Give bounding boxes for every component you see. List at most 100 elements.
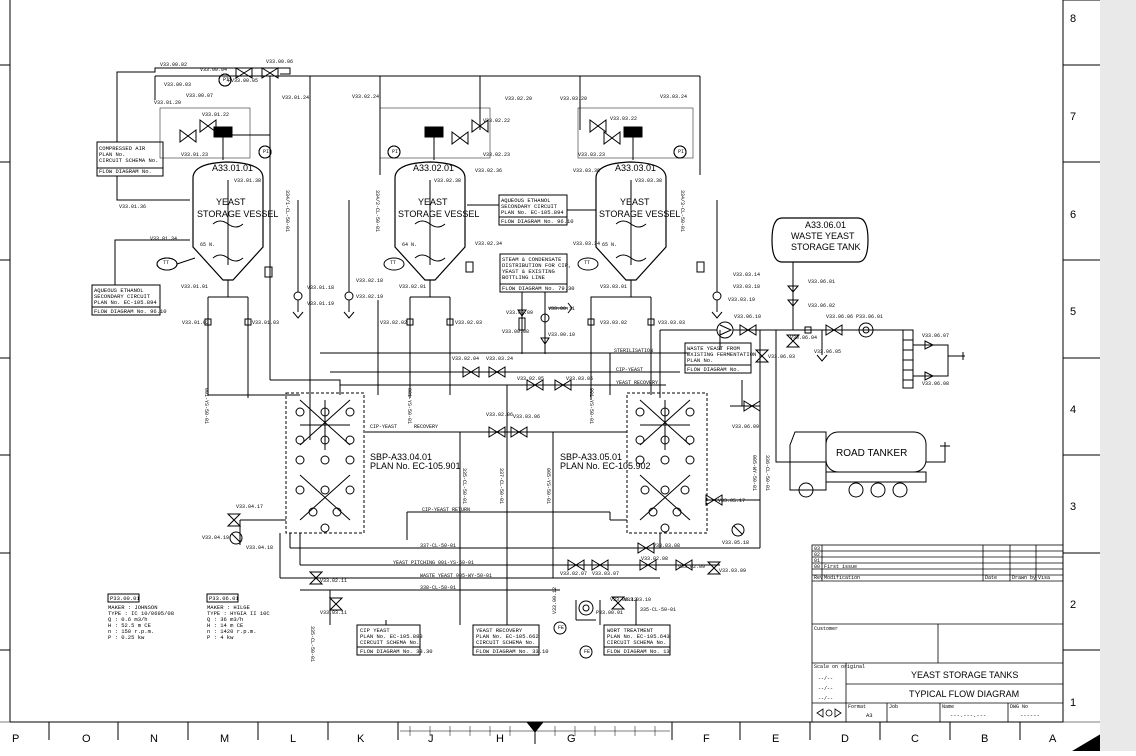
- valve-tag: V33.03.07: [592, 571, 619, 577]
- vessel-name: YEAST: [216, 197, 246, 207]
- row-label: 4: [1070, 404, 1076, 416]
- valve-tag: V33.02.02: [380, 320, 407, 326]
- valve-tag: V33.00.06: [266, 59, 293, 65]
- valve-tag: V33.03.14: [733, 272, 760, 278]
- road-tanker: [775, 330, 950, 498]
- col-label: D: [841, 733, 849, 745]
- title-block: [811, 544, 1064, 723]
- svg-text:334/1-CL-50-01: 334/1-CL-50-01: [284, 190, 290, 232]
- valve-tag: V33.03.24: [486, 356, 513, 362]
- svg-text:Visa: Visa: [1038, 575, 1050, 581]
- valve-tag: V33.02.04: [452, 356, 479, 362]
- svg-text:PI: PI: [223, 77, 229, 83]
- pump-data-p1: [107, 593, 140, 603]
- col-label: L: [290, 733, 296, 745]
- svg-text:First issue: First issue: [824, 564, 857, 570]
- valve-tag: V33.02.34: [475, 241, 502, 247]
- svg-text:PI: PI: [392, 149, 398, 155]
- svg-text:SECONDARY CIRCUIT: SECONDARY CIRCUIT: [501, 203, 558, 210]
- valve-tag: V33.02.38: [434, 178, 461, 184]
- valve-tag: V33.00.07: [186, 93, 213, 99]
- valve-tag: V33.04.17: [236, 504, 263, 510]
- svg-text:001-YS-50-01: 001-YS-50-01: [406, 388, 412, 424]
- svg-text:001-YS-50-01: 001-YS-50-01: [203, 388, 209, 424]
- valve-tag: V33.01.19: [307, 301, 334, 307]
- valve-tag: V33.02.23: [483, 152, 510, 158]
- valve-tag: V33.06.09: [732, 424, 759, 430]
- vessel-temp: 64 N.: [402, 242, 417, 248]
- col-label: H: [496, 733, 504, 745]
- svg-text:YEAST STORAGE TANKS: YEAST STORAGE TANKS: [911, 670, 1018, 680]
- svg-text:COMPRESSED AIR: COMPRESSED AIR: [99, 145, 146, 152]
- waste-yeast-tank: [771, 217, 869, 330]
- vessel-id: A33.03.01: [615, 163, 656, 173]
- cip-yeast-box: [356, 624, 421, 656]
- valve-tag: V33.02.20: [505, 96, 532, 102]
- svg-text:FLOW DIAGRAM No. 33.30: FLOW DIAGRAM No. 33.30: [360, 648, 433, 655]
- col-label: O: [82, 733, 91, 745]
- svg-text:334/2-CL-50-01: 334/2-CL-50-01: [374, 190, 380, 232]
- valve-tag: V33.03.24: [660, 94, 687, 100]
- svg-text:TYPE : HYGIA II 10C: TYPE : HYGIA II 10C: [207, 610, 270, 617]
- svg-text:337-CL-50-01: 337-CL-50-01: [420, 543, 456, 549]
- svg-text:FLOW DIAGRAM No. 33.10: FLOW DIAGRAM No. 33.10: [476, 648, 549, 655]
- valve-tag: V33.00.08: [502, 329, 529, 335]
- svg-text:FLOW DIAGRAM No.: FLOW DIAGRAM No.: [687, 366, 740, 373]
- grid-labels: 8 7 6 5 4 3 2 1 P O N M L K J H G F E D …: [12, 13, 1076, 745]
- svg-text:H : 52.5 m CE: H : 52.5 m CE: [108, 622, 152, 629]
- valve-tag: V33.03.19: [728, 297, 755, 303]
- svg-text:STEAM & CONDENSATE: STEAM & CONDENSATE: [502, 256, 562, 263]
- valve-tag: V33.06.06: [826, 314, 853, 320]
- svg-text:Modification: Modification: [824, 575, 860, 581]
- svg-text:FLOW DIAGRAM No. 96.10: FLOW DIAGRAM No. 96.10: [501, 218, 574, 225]
- svg-text:336-CL-50-01: 336-CL-50-01: [764, 455, 770, 491]
- valve-tag: V33.02.08: [641, 556, 668, 562]
- valve-tag: V33.06.10: [734, 314, 761, 320]
- valve-tag: V33.05.17: [718, 498, 745, 504]
- svg-text:SBP-A33.04.01: SBP-A33.04.01: [370, 452, 432, 462]
- svg-text:---.---.---: ---.---.---: [950, 712, 986, 719]
- svg-text:--/--: --/--: [818, 696, 833, 702]
- svg-text:WASTE YEAST 005-WY-50-01: WASTE YEAST 005-WY-50-01: [420, 573, 492, 579]
- svg-text:WASTE YEAST FROM: WASTE YEAST FROM: [687, 345, 740, 352]
- col-label: N: [150, 733, 158, 745]
- valve-tag: V33.01.36: [119, 204, 146, 210]
- valve-tag: V33.06.07: [922, 333, 949, 339]
- svg-text:SBP-A33.05.01: SBP-A33.05.01: [560, 452, 622, 462]
- svg-text:01: 01: [814, 558, 820, 564]
- valve-tag: V33.02.05: [517, 376, 544, 382]
- svg-text:Q : 36 m3/h: Q : 36 m3/h: [207, 616, 243, 623]
- svg-text:Date: Date: [985, 575, 997, 581]
- valve-tag: V33.02.01: [399, 284, 426, 290]
- vessel-temp: 65 N.: [602, 242, 617, 248]
- svg-text:CIP-YEAST RETURN: CIP-YEAST RETURN: [422, 507, 470, 513]
- row-label: 7: [1070, 111, 1076, 123]
- valve-tag: V33.00.04: [200, 67, 227, 73]
- svg-text:CIP YEAST: CIP YEAST: [360, 627, 390, 634]
- vessel-outlets: [204, 280, 655, 400]
- svg-text:DISTRIBUTION FOR CIP,: DISTRIBUTION FOR CIP,: [502, 262, 571, 269]
- valve-tag: V33.01.03: [252, 320, 279, 326]
- valve-tag: V33.02.06: [486, 412, 513, 418]
- svg-text:Format: Format: [848, 704, 866, 710]
- svg-text:RECOVERY: RECOVERY: [414, 424, 438, 430]
- svg-text:A3: A3: [866, 712, 873, 719]
- valve-tag: V33.03.08: [653, 543, 680, 549]
- ethanol-left-box: [91, 239, 190, 316]
- svg-text:FLOW DIAGRAM No.: FLOW DIAGRAM No.: [99, 168, 152, 175]
- svg-text:00: 00: [814, 564, 820, 570]
- vessel-name: YEAST: [418, 197, 448, 207]
- svg-text:P : 0.25 kw: P : 0.25 kw: [108, 634, 145, 641]
- svg-text:AQUEOUS ETHANOL: AQUEOUS ETHANOL: [94, 287, 144, 294]
- svg-text:PLAN No.: PLAN No.: [99, 151, 125, 158]
- drawing-frame: [0, 0, 1101, 752]
- valve-tag: V33.06.05: [814, 349, 841, 355]
- valve-tag: V33.03.02: [600, 320, 627, 326]
- svg-text:CIRCUIT SCHEMA No.: CIRCUIT SCHEMA No.: [99, 157, 158, 164]
- svg-text:EXISTING FERMENTATION: EXISTING FERMENTATION: [687, 351, 756, 358]
- svg-text:PLAN No. EC-105.894: PLAN No. EC-105.894: [501, 209, 564, 216]
- svg-text:338-CL-50-01: 338-CL-50-01: [420, 585, 456, 591]
- svg-text:PLAN No. EC-105.888: PLAN No. EC-105.888: [360, 633, 423, 640]
- waste-from-fermentation-box: [684, 342, 752, 374]
- valve-tag: V33.02.24: [352, 94, 379, 100]
